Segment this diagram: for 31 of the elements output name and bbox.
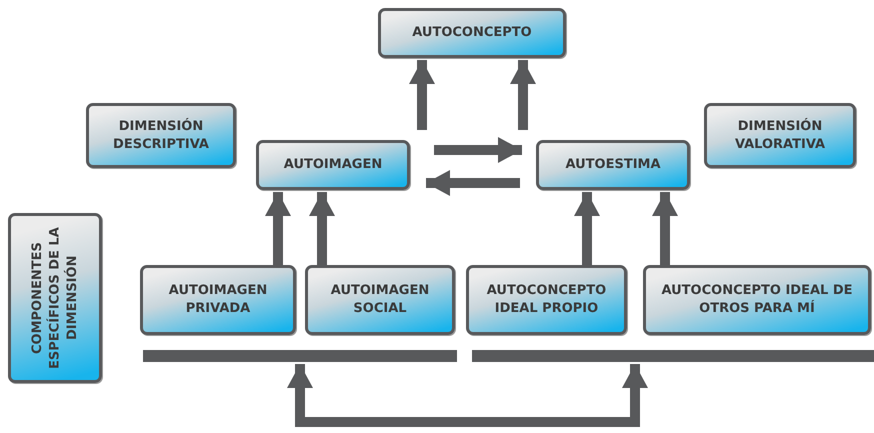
box-label: AUTOCONCEPTO IDEAL DE OTROS PARA MÍ — [660, 282, 854, 318]
vertical-label-box — [8, 213, 102, 383]
arrow — [309, 192, 335, 265]
arrow — [574, 192, 600, 265]
box-label: AUTOIMAGEN — [284, 156, 382, 174]
concept-box — [256, 140, 410, 190]
concept-box — [643, 265, 871, 335]
concept-box — [305, 265, 455, 335]
box-label: DIMENSIÓN DESCRIPTIVA — [112, 118, 210, 154]
concept-box — [466, 265, 627, 335]
concept-box — [704, 103, 856, 168]
bar — [143, 350, 457, 362]
concept-box — [536, 140, 690, 190]
box-label: AUTOIMAGEN PRIVADA — [168, 282, 268, 318]
box-label: AUTOIMAGEN SOCIAL — [330, 282, 430, 318]
arrow — [652, 192, 678, 265]
box-label: COMPONENTES ESPECÍFICOS DE LA DIMENSIÓN — [28, 226, 81, 371]
arrow — [287, 364, 648, 427]
arrow — [409, 60, 435, 130]
concept-box — [140, 265, 296, 335]
box-label: AUTOCONCEPTO — [412, 24, 532, 42]
arrow — [510, 60, 536, 130]
box-label: DIMENSIÓN VALORATIVA — [734, 118, 826, 154]
concept-box — [378, 8, 566, 58]
box-label: AUTOESTIMA — [565, 156, 661, 174]
concept-box — [86, 103, 236, 168]
arrow — [426, 170, 520, 196]
box-label: AUTOCONCEPTO IDEAL PROPIO — [486, 282, 608, 318]
arrow — [434, 137, 522, 163]
arrow — [265, 192, 291, 265]
bar — [472, 350, 874, 362]
